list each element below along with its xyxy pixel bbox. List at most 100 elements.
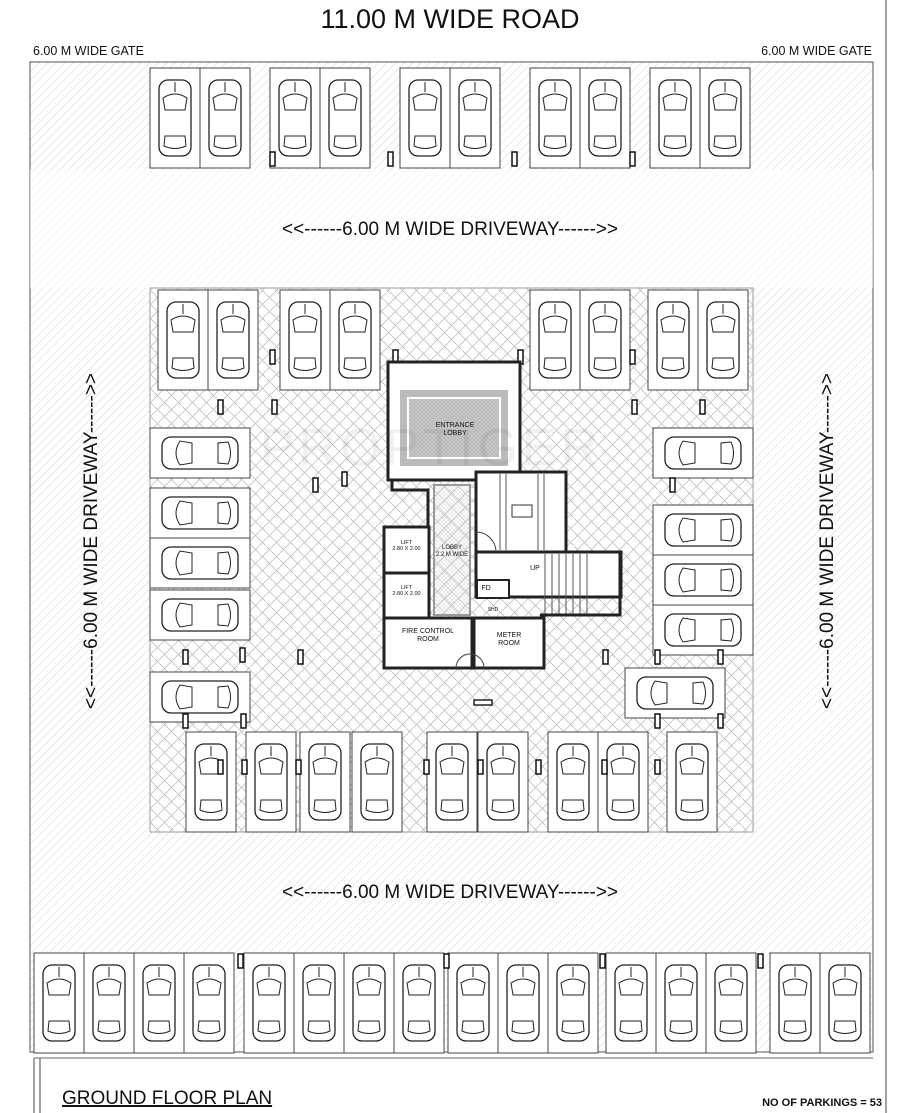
column [295, 759, 302, 775]
car-icon [664, 436, 742, 470]
parking-slot [207, 289, 259, 391]
parking-slot [279, 289, 331, 391]
column [312, 477, 319, 493]
car-icon [42, 964, 76, 1042]
parking-slot [579, 289, 631, 391]
column [717, 649, 724, 665]
parking-slot [269, 67, 321, 169]
car-icon [216, 301, 250, 379]
car-icon [708, 79, 742, 157]
car-icon [636, 676, 714, 710]
car-icon [664, 563, 742, 597]
driveway-label-bottom: <<------6.00 M WIDE DRIVEWAY------>> [281, 882, 619, 903]
parking-slot [185, 731, 237, 833]
parking-slot [299, 731, 351, 833]
watermark: PROPTIGER [260, 419, 603, 477]
car-icon [288, 301, 322, 379]
fd-label: FD [481, 585, 491, 592]
parking-slot [819, 952, 871, 1054]
column [271, 399, 278, 415]
parking-slot [769, 952, 821, 1054]
parking-slot [33, 952, 85, 1054]
car-icon [142, 964, 176, 1042]
car-icon [278, 79, 312, 157]
car-icon [328, 79, 362, 157]
column [535, 759, 542, 775]
car-icon [352, 964, 386, 1042]
parking-slot [243, 952, 295, 1054]
parking-slot [624, 667, 726, 719]
column [182, 649, 189, 665]
column [757, 953, 764, 969]
car-icon [664, 964, 698, 1042]
car-icon [161, 598, 239, 632]
car-icon [435, 743, 469, 821]
parking-slot [699, 67, 751, 169]
car-icon [92, 964, 126, 1042]
road-label: 11.00 M WIDE ROAD [320, 4, 580, 34]
column [241, 759, 248, 775]
car-icon [360, 743, 394, 821]
parking-slot [83, 952, 135, 1054]
parking-slot [666, 731, 718, 833]
gate-label-right: 6.00 M WIDE GATE [761, 44, 872, 58]
parking-slot [697, 289, 749, 391]
parking-slot [149, 589, 251, 641]
car-icon [161, 546, 239, 580]
parking-slot [449, 67, 501, 169]
parking-slot [399, 67, 451, 169]
parking-slot [652, 604, 754, 656]
car-icon [588, 301, 622, 379]
parking-slot [343, 952, 395, 1054]
parking-slot [351, 731, 403, 833]
column [654, 649, 661, 665]
drive-area-top [30, 170, 873, 288]
car-icon [208, 79, 242, 157]
parking-slot [579, 67, 631, 169]
driveway-label-left: <<------6.00 M WIDE DRIVEWAY------>> [81, 372, 102, 710]
stair-up-label: UP [530, 565, 540, 572]
parking-slot [149, 487, 251, 539]
column [511, 151, 518, 167]
car-icon [458, 79, 492, 157]
column [239, 647, 246, 663]
car-icon [302, 964, 336, 1042]
lift-2-label: LIFT 2.80 X 2.00 [392, 585, 421, 598]
car-icon [308, 743, 342, 821]
lift-1-label: LIFT 2.80 X 2.00 [392, 540, 421, 553]
car-icon [656, 301, 690, 379]
meter-room-label: METER ROOM [496, 632, 522, 648]
parking-slot [652, 554, 754, 606]
parking-slot [652, 427, 754, 479]
parking-slot [149, 67, 201, 169]
parking-slot [605, 952, 657, 1054]
shaft-label: SHD [487, 607, 499, 613]
car-icon [664, 513, 742, 547]
car-icon [506, 964, 540, 1042]
car-icon [658, 79, 692, 157]
car-icon [556, 964, 590, 1042]
column [654, 759, 661, 775]
parking-slot [477, 731, 529, 833]
column [602, 649, 609, 665]
car-icon [158, 79, 192, 157]
parking-slot [149, 537, 251, 589]
column [601, 759, 608, 775]
parking-slot [705, 952, 757, 1054]
car-icon [664, 613, 742, 647]
car-icon [402, 964, 436, 1042]
parking-slot [149, 671, 251, 723]
car-icon [538, 79, 572, 157]
parking-slot [183, 952, 235, 1054]
parking-slot [652, 504, 754, 556]
parking-slot [655, 952, 707, 1054]
parking-slots [33, 67, 871, 1054]
car-icon [166, 301, 200, 379]
parking-slot [149, 427, 251, 479]
car-icon [588, 79, 622, 157]
building-core [382, 360, 623, 706]
driveway-label-right: <<------6.00 M WIDE DRIVEWAY------>> [817, 372, 838, 710]
parking-slot [426, 731, 478, 833]
parking-slot [529, 67, 581, 169]
